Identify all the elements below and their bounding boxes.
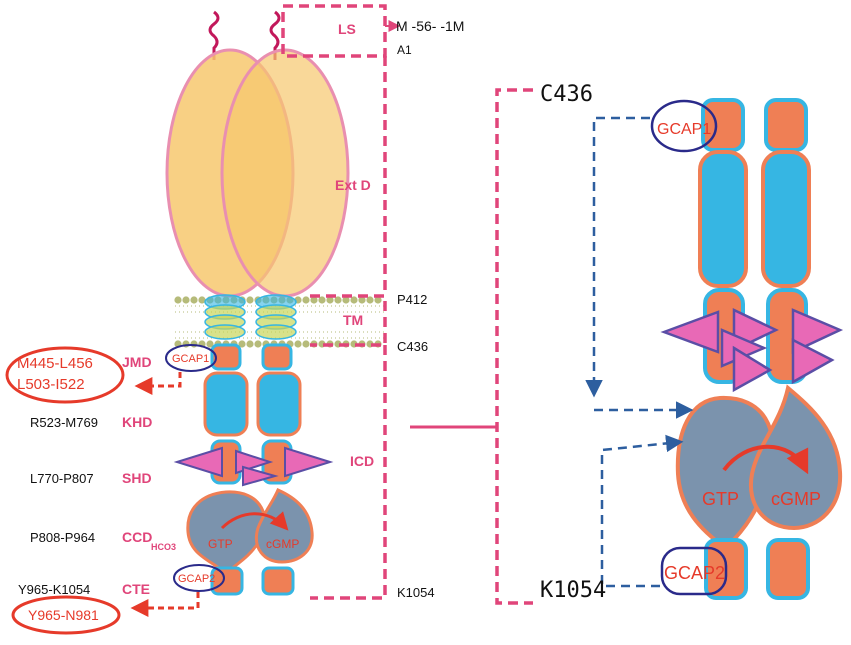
gcap2-ellipse bbox=[173, 564, 225, 592]
khd-block-right bbox=[256, 371, 302, 437]
gcap2-site-oval bbox=[11, 595, 121, 635]
lipid-head bbox=[206, 340, 214, 348]
zoom-gtp-to-cgmp-arrow bbox=[722, 444, 809, 475]
zoom-gcap1-label: GCAP1 bbox=[657, 121, 711, 138]
zoom-gtp-label: GTP bbox=[702, 489, 739, 509]
icd-bracket bbox=[310, 345, 387, 600]
zoom-jmd-right bbox=[764, 98, 808, 152]
ls-bracket bbox=[281, 4, 387, 58]
gcap1-site-line1: M445-L456 bbox=[17, 355, 93, 372]
gcap1-site-line2: L503-I522 bbox=[17, 376, 85, 393]
gcap2-label: GCAP2 bbox=[178, 573, 215, 585]
lipid-head bbox=[246, 340, 254, 348]
lipid-head bbox=[350, 296, 358, 304]
hco3-label: HCO3 bbox=[151, 542, 176, 552]
lipid-head bbox=[302, 340, 310, 348]
gcap1-label: GCAP1 bbox=[172, 353, 209, 365]
lipid-head bbox=[374, 296, 382, 304]
shd-range-label: L770-P807 bbox=[30, 471, 94, 486]
lipid-head bbox=[310, 296, 318, 304]
lipid-head bbox=[190, 296, 198, 304]
gcap2-site-label: Y965-N981 bbox=[28, 607, 99, 623]
gcap1-site-oval bbox=[5, 346, 125, 404]
signal-squiggle-right bbox=[269, 10, 281, 60]
p412-label: P412 bbox=[397, 292, 427, 307]
lipid-head bbox=[366, 296, 374, 304]
shd-triangles bbox=[173, 446, 334, 487]
lipid-head bbox=[174, 296, 182, 304]
zoom-dashed-arrow-bottom bbox=[600, 434, 684, 588]
zoom-khd-right bbox=[761, 150, 811, 288]
khd-label: KHD bbox=[122, 414, 152, 430]
transmembrane-helix-left bbox=[204, 294, 246, 340]
jmd-label: JMD bbox=[122, 354, 152, 370]
ccd-range-label: P808-P964 bbox=[30, 530, 95, 545]
zoom-k1054-label: K1054 bbox=[540, 578, 606, 603]
zoom-gcap2-box bbox=[660, 546, 728, 596]
tm-bracket bbox=[310, 294, 387, 347]
icd-label: ICD bbox=[350, 453, 374, 469]
c436-label: C436 bbox=[397, 339, 428, 354]
gtp-to-cgmp-arrow bbox=[220, 511, 289, 531]
zoom-gcap2-label: GCAP2 bbox=[664, 563, 725, 583]
ccd-label: CCD bbox=[122, 529, 152, 545]
gcap2-site-arrow bbox=[130, 592, 200, 617]
gcap1-ellipse bbox=[165, 344, 217, 372]
gtp-label: GTP bbox=[208, 537, 233, 551]
transmembrane-helix-right bbox=[255, 294, 297, 340]
extracellular-domain-right bbox=[220, 48, 350, 298]
lipid-head bbox=[182, 296, 190, 304]
zoom-gcap1-ellipse bbox=[650, 99, 718, 153]
cte-block-left bbox=[210, 566, 244, 596]
khd-block-left bbox=[203, 371, 249, 437]
cte-block-right bbox=[261, 566, 295, 596]
signal-squiggle-left bbox=[208, 10, 220, 60]
a1-label: A1 bbox=[397, 43, 412, 57]
lipid-head bbox=[238, 340, 246, 348]
extd-label: Ext D bbox=[335, 177, 371, 193]
cte-range-label: Y965-K1054 bbox=[18, 582, 90, 597]
zoom-khd-left bbox=[698, 150, 748, 288]
cgmp-label: cGMP bbox=[266, 537, 299, 551]
lipid-head bbox=[342, 296, 350, 304]
zoom-c436-label: C436 bbox=[540, 82, 593, 107]
zoom-cte-right bbox=[766, 538, 810, 600]
shd-label: SHD bbox=[122, 470, 152, 486]
jmd-block-left bbox=[210, 343, 242, 371]
zoom-cgmp-label: cGMP bbox=[771, 489, 821, 509]
lipid-head bbox=[294, 340, 302, 348]
lipid-head bbox=[326, 296, 334, 304]
lipid-head bbox=[358, 296, 366, 304]
jmd-block-right bbox=[261, 343, 293, 371]
lipid-head bbox=[334, 296, 342, 304]
ccd-lobe-left bbox=[186, 490, 267, 577]
zoom-dashed-arrow-top bbox=[585, 116, 650, 398]
zoom-bracket bbox=[495, 88, 533, 605]
khd-range-label: R523-M769 bbox=[30, 415, 98, 430]
signal-range-label: M -56- -1M bbox=[396, 18, 464, 34]
zoom-shd-triangles bbox=[660, 308, 844, 393]
lipid-head bbox=[198, 296, 206, 304]
lipid-head bbox=[254, 340, 262, 348]
tm-label: TM bbox=[343, 312, 363, 328]
cte-label: CTE bbox=[122, 581, 150, 597]
lipid-head bbox=[318, 296, 326, 304]
lipid-head bbox=[246, 296, 254, 304]
gcap1-site-arrow bbox=[134, 372, 182, 395]
k1054-label: K1054 bbox=[397, 585, 435, 600]
lipid-head bbox=[190, 340, 198, 348]
ls-label: LS bbox=[338, 21, 356, 37]
lipid-head bbox=[302, 296, 310, 304]
